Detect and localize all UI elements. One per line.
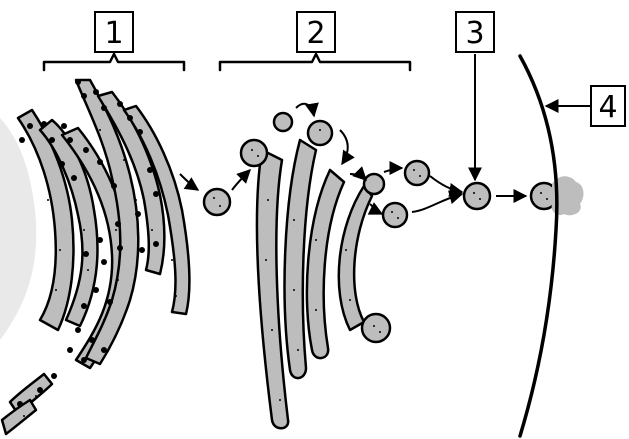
bracket-1 bbox=[44, 54, 184, 70]
label-1-text: 1 bbox=[104, 16, 123, 51]
flow-arrows bbox=[180, 54, 590, 214]
plasma-membrane bbox=[520, 56, 557, 436]
label-2-box: 2 bbox=[297, 12, 335, 52]
label-2-text: 2 bbox=[306, 16, 325, 51]
label-1-box: 1 bbox=[95, 12, 133, 52]
label-3-text: 3 bbox=[465, 16, 484, 51]
label-3-box: 3 bbox=[456, 12, 494, 52]
golgi-apparatus bbox=[241, 121, 390, 428]
label-4-box: 4 bbox=[591, 86, 625, 126]
label-4-text: 4 bbox=[598, 90, 617, 125]
nucleus-region bbox=[0, 118, 36, 340]
bracket-2 bbox=[220, 54, 410, 70]
